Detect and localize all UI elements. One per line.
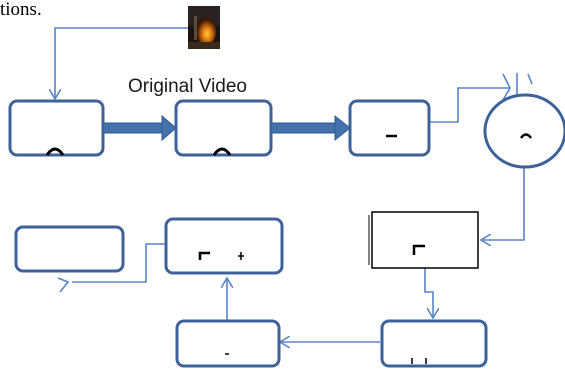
thick-arrow-box-1-to-box-2 — [102, 114, 177, 142]
process-box-7 — [164, 217, 284, 275]
arrow-circle-to-box-4 — [481, 168, 525, 240]
arrow-thumbnail-to-box-1 — [55, 27, 188, 99]
arrow-box-7-to-box-8 — [57, 243, 166, 293]
original-video-label: Original Video — [128, 76, 248, 97]
process-box-5 — [380, 319, 488, 368]
process-box-3 — [348, 99, 431, 157]
process-box-1 — [8, 99, 105, 157]
thick-arrow-box-2-to-box-3 — [270, 114, 351, 142]
process-box-4 — [368, 211, 479, 269]
arrow-box-3-to-circle — [430, 73, 533, 123]
cropped-header-text: tions. — [0, 0, 42, 20]
process-box-2 — [174, 99, 273, 157]
process-box-6 — [175, 319, 281, 368]
video-thumbnail-icon — [188, 6, 220, 49]
arrow-box-4-to-box-5 — [424, 268, 433, 318]
process-box-8 — [14, 225, 125, 273]
process-circle — [483, 93, 565, 169]
